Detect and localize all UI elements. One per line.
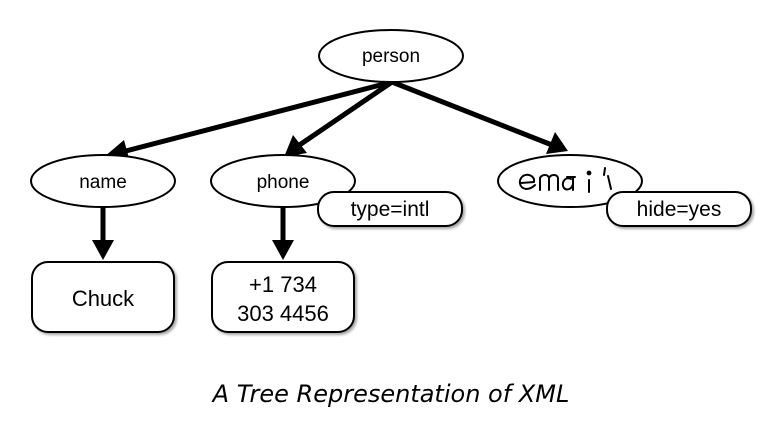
arrowhead-name-value xyxy=(92,240,114,260)
edge-person-to-email xyxy=(391,79,553,148)
node-person: person xyxy=(318,29,464,83)
edge-person-to-phone xyxy=(296,79,394,149)
value-name: Chuck xyxy=(31,261,175,333)
node-person-label: person xyxy=(362,46,420,67)
node-name-label: name xyxy=(79,172,127,193)
attribute-phone-type-label: type=intl xyxy=(351,198,430,221)
arrowhead-email xyxy=(546,132,568,154)
node-email-handwritten-label xyxy=(518,167,612,193)
arrowhead-phone-value xyxy=(272,240,294,260)
attribute-email-hide-label: hide=yes xyxy=(637,198,722,221)
value-name-text: Chuck xyxy=(72,286,135,311)
node-phone-label: phone xyxy=(257,172,310,193)
value-phone-line2: 303 4456 xyxy=(237,301,329,326)
node-phone: phone xyxy=(210,154,356,208)
attribute-email-hide: hide=yes xyxy=(606,191,752,227)
diagram-caption: A Tree Representation of XML xyxy=(211,380,570,408)
edge-person-to-name xyxy=(117,79,393,156)
attribute-phone-type: type=intl xyxy=(317,191,463,227)
node-name: name xyxy=(30,154,176,208)
value-phone: +1 734 303 4456 xyxy=(211,261,355,333)
arrowhead-phone xyxy=(284,135,307,157)
value-phone-line1: +1 734 xyxy=(249,272,317,297)
node-email xyxy=(497,154,643,208)
